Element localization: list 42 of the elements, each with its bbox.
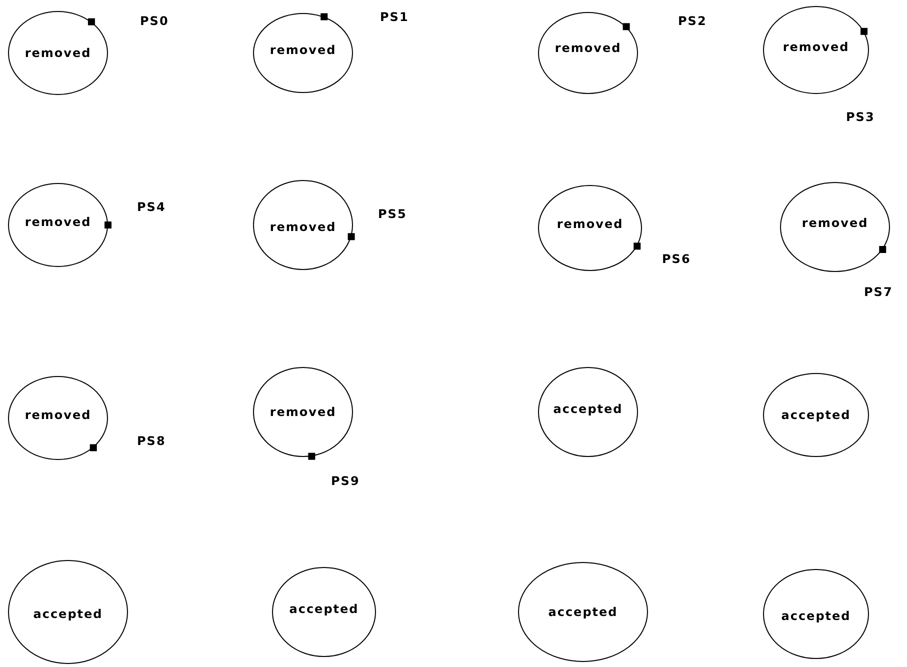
state-ellipse: [763, 373, 869, 457]
port-label: PS0: [140, 14, 169, 28]
port-label: PS8: [137, 434, 166, 448]
state-ellipse: [538, 185, 642, 271]
state-label: accepted: [33, 607, 103, 621]
state-label: removed: [24, 46, 92, 60]
state-label: removed: [24, 408, 92, 422]
state-label: removed: [270, 43, 336, 57]
state-label: accepted: [781, 408, 851, 422]
state-ellipse: [8, 560, 128, 664]
state-label: removed: [554, 41, 622, 55]
port-label: PS7: [864, 285, 893, 299]
state-label: removed: [24, 215, 92, 229]
port-label: PS3: [846, 110, 875, 124]
port-label: PS5: [378, 207, 407, 221]
state-ellipse: [538, 12, 638, 94]
state-ellipse: [253, 180, 353, 270]
state-label: accepted: [548, 605, 618, 619]
state-ellipse: [518, 562, 648, 662]
state-ellipse: [538, 367, 638, 457]
port-label: PS9: [331, 474, 360, 488]
port-label: PS4: [137, 200, 166, 214]
state-label: accepted: [553, 402, 623, 416]
state-ellipse: [8, 376, 108, 460]
state-ellipse: [763, 6, 869, 94]
port-label: PS6: [662, 252, 691, 266]
port-label: PS2: [678, 14, 707, 28]
state-ellipse: [253, 13, 353, 93]
state-label: removed: [782, 40, 850, 54]
state-ellipse: [780, 182, 890, 272]
state-label: accepted: [289, 602, 359, 616]
state-label: removed: [270, 405, 336, 419]
state-label: removed: [556, 217, 624, 231]
state-ellipse: [8, 183, 108, 267]
state-label: removed: [270, 220, 336, 234]
state-ellipse: [763, 569, 869, 659]
state-ellipse: [253, 367, 353, 457]
state-label: removed: [802, 216, 868, 230]
state-ellipse: [272, 567, 376, 657]
state-label: accepted: [781, 609, 851, 623]
state-ellipse: [8, 11, 108, 95]
port-label: PS1: [380, 10, 409, 24]
